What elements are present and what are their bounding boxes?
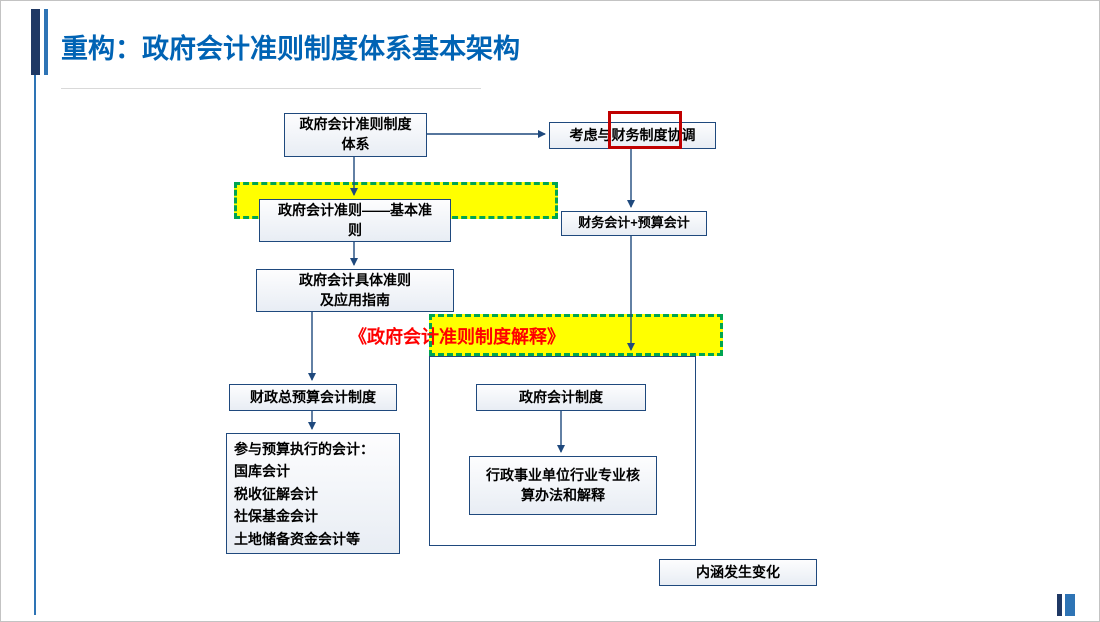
title-accent-bar-dark	[31, 9, 40, 75]
node-standards-system: 政府会计准则制度 体系	[284, 113, 427, 157]
page-title: 重构：政府会计准则制度体系基本架构	[61, 34, 520, 64]
highlight-interpretation	[429, 314, 723, 356]
node-industry-accounting-methods: 行政事业单位行业专业核 算办法和解释	[469, 456, 657, 515]
title-accent-bar-light	[44, 9, 48, 75]
left-vertical-rule	[34, 9, 36, 615]
title-underline	[61, 88, 481, 89]
node-financial-plus-budget-accounting: 财务会计+预算会计	[561, 211, 707, 236]
node-government-accounting-system: 政府会计制度	[476, 384, 646, 411]
node-budget-execution-accounting-list: 参与预算执行的会计： 国库会计 税收征解会计 社保基金会计 土地储备资金会计等	[226, 433, 400, 554]
node-basic-standards: 政府会计准则——基本准 则	[259, 199, 451, 242]
label-interpretation: 《政府会计准则制度解释》	[349, 327, 565, 347]
government-system-container-box	[429, 356, 696, 546]
node-connotation-change: 内涵发生变化	[659, 559, 817, 586]
red-emphasis-box	[608, 111, 682, 149]
node-specific-standards-and-guides: 政府会计具体准则 及应用指南	[256, 269, 454, 312]
bottom-right-accent-bar-dark	[1057, 594, 1062, 616]
bottom-right-accent-bar-light	[1065, 594, 1075, 616]
node-treasury-general-budget-accounting-system: 财政总预算会计制度	[229, 384, 397, 411]
